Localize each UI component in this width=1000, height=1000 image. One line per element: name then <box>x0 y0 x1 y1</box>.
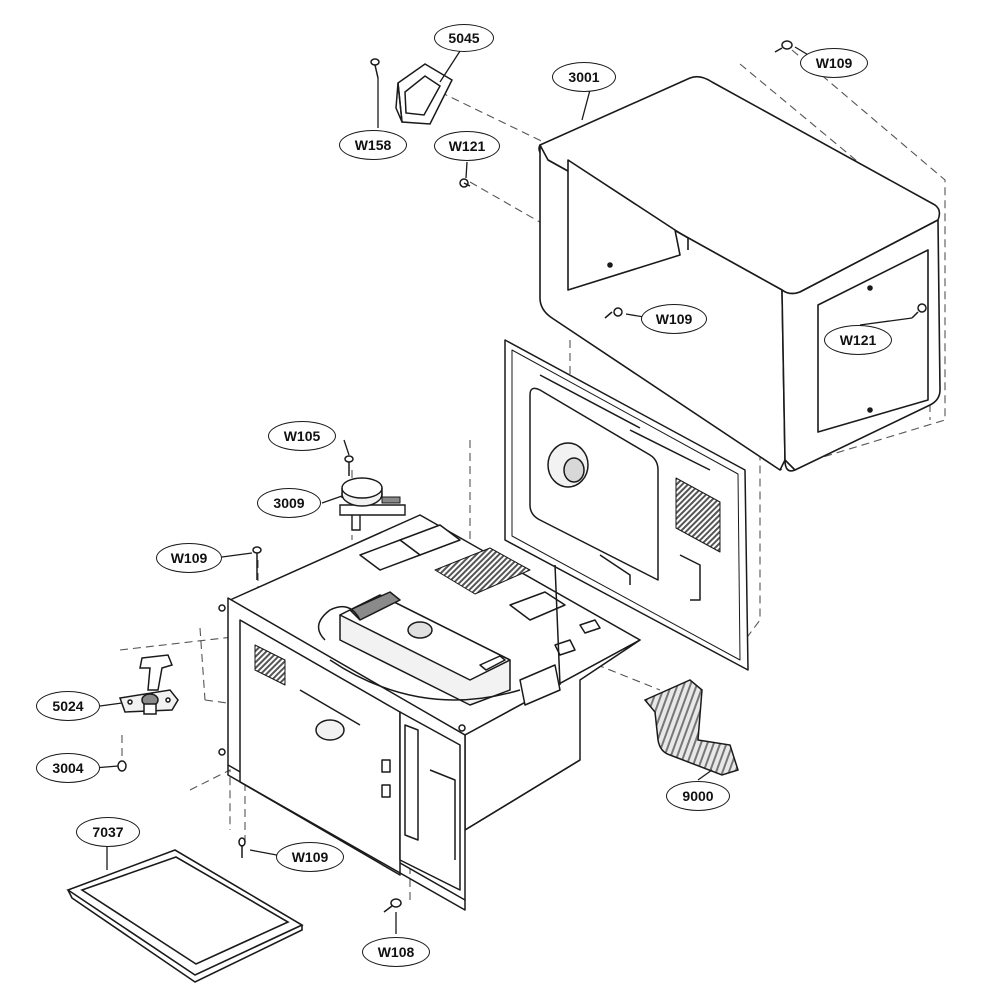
callout-W105: W105 <box>268 421 336 451</box>
tray-7037 <box>66 849 304 983</box>
callout-W109-top: W109 <box>800 48 868 78</box>
rear-panel <box>504 339 749 671</box>
callout-W121-right: W121 <box>824 325 892 355</box>
screw-W109-mid <box>604 307 623 319</box>
duct-9000 <box>643 679 739 776</box>
callout-5024: 5024 <box>36 691 100 721</box>
screw-W121-top <box>459 178 471 188</box>
callout-9000: 9000 <box>666 781 730 811</box>
callout-W109-mid: W109 <box>641 304 707 334</box>
screw-W121-right <box>911 303 927 319</box>
callout-W109-left: W109 <box>156 543 222 573</box>
callout-3004: 3004 <box>36 753 100 783</box>
motor-3009 <box>339 477 406 531</box>
callout-3001: 3001 <box>552 62 616 92</box>
callout-W109-bottom: W109 <box>276 842 344 872</box>
callout-7037: 7037 <box>76 817 140 847</box>
screw-W105 <box>344 455 354 476</box>
clip-3004 <box>117 760 127 772</box>
leader-lines <box>93 46 913 934</box>
callout-5045: 5045 <box>434 24 494 52</box>
screw-W158 <box>370 58 380 79</box>
screw-W109-bottom <box>238 837 246 858</box>
screw-W108 <box>383 898 402 913</box>
latch-5024 <box>118 654 179 715</box>
screw-W109-left <box>252 546 262 580</box>
callout-W121-top: W121 <box>434 131 500 161</box>
callout-3009: 3009 <box>257 488 321 518</box>
frame-5045 <box>395 63 453 125</box>
callout-W108: W108 <box>362 937 430 967</box>
oven-cavity-chassis <box>218 514 641 911</box>
screw-W109-top <box>774 40 793 53</box>
callout-W158: W158 <box>339 130 407 160</box>
